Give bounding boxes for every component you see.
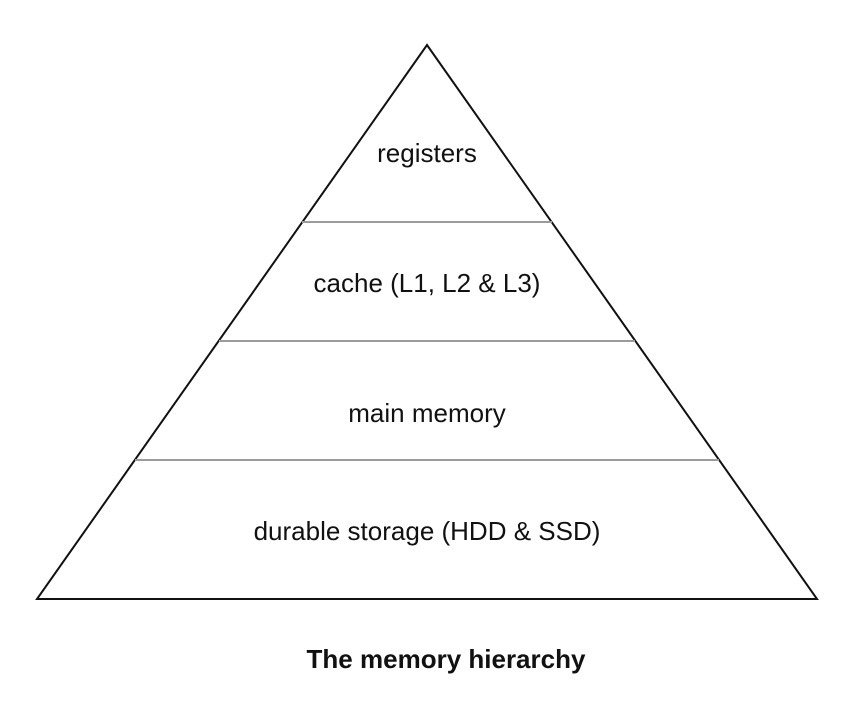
level-label-registers: registers [377, 138, 477, 168]
pyramid-outline [35, 43, 819, 600]
diagram-title: The memory hierarchy [307, 644, 586, 674]
level-label-cache: cache (L1, L2 & L3) [314, 268, 541, 298]
level-label-main-memory: main memory [348, 398, 505, 428]
level-label-durable-storage: durable storage (HDD & SSD) [254, 516, 601, 546]
